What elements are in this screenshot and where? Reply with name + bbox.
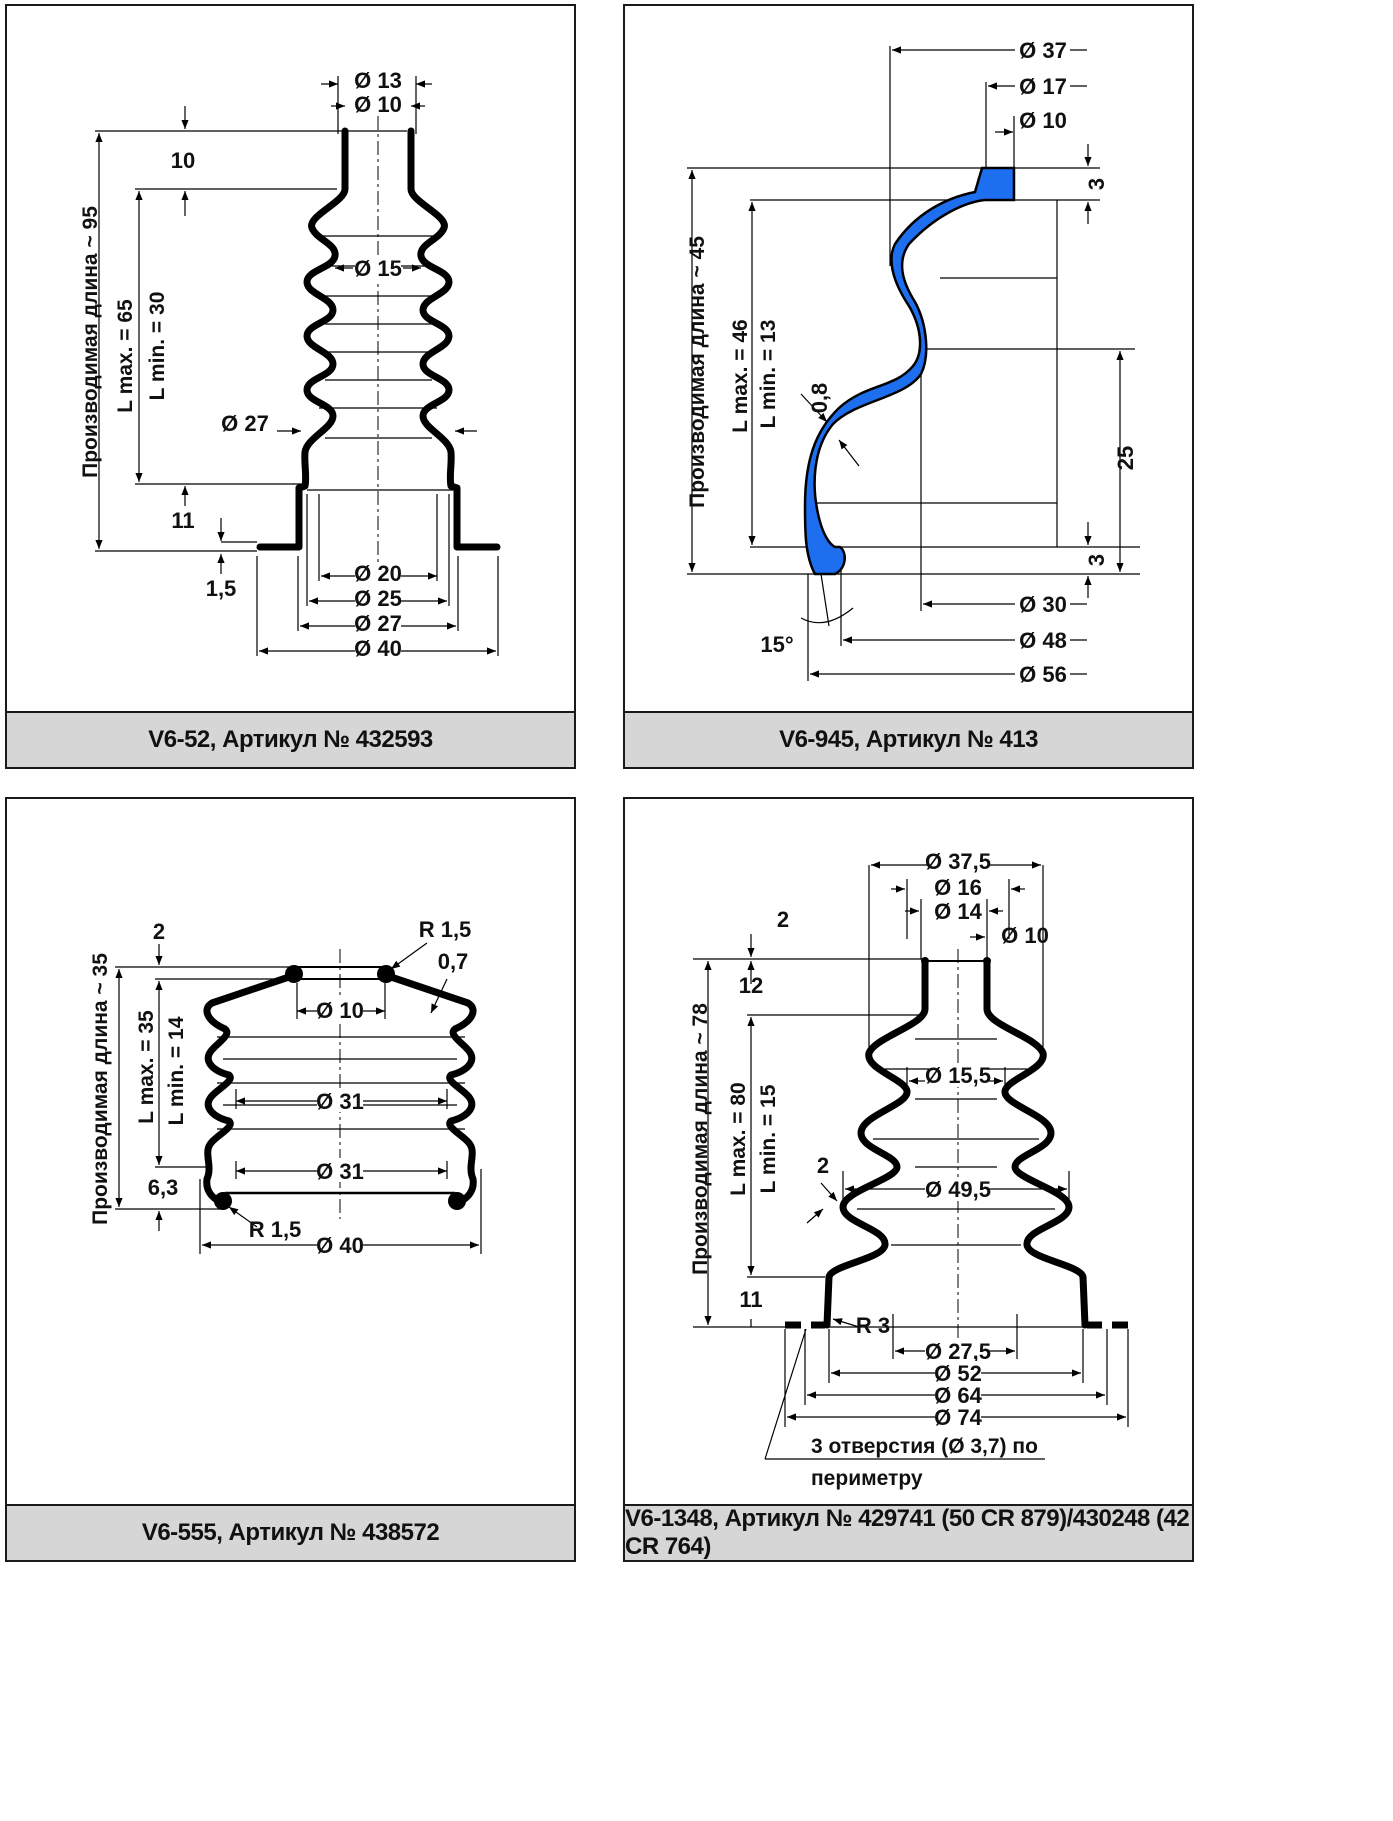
dim-h2-top: 2 — [777, 907, 789, 932]
dim-d20: Ø 20 — [354, 561, 402, 586]
dim-h25: 25 — [1113, 446, 1138, 470]
dim-d31-base: Ø 31 — [316, 1159, 364, 1184]
bellows-profile-section — [803, 166, 1016, 576]
dim-d27-base: Ø 27 — [354, 611, 402, 636]
dim-d10: Ø 10 — [1019, 108, 1067, 133]
dim-d25: Ø 25 — [354, 586, 402, 611]
dim-r1-5-top: R 1,5 — [419, 917, 472, 942]
dim-d27-5: Ø 27,5 — [925, 1339, 991, 1364]
dim-d10: Ø 10 — [354, 92, 402, 117]
dim-h3-top: 3 — [1084, 178, 1109, 190]
drawing-panel-v6-945: Ø 37 Ø 17 Ø 10 3 Производимая длина ~ 45… — [623, 4, 1194, 769]
dim-d40: Ø 40 — [316, 1233, 364, 1258]
dim-h12: 12 — [739, 973, 763, 998]
bellows-drawing-v6-52: Ø 13 Ø 10 10 Ø 15 Ø 27 Производимая длин… — [79, 68, 501, 661]
dim-d15: Ø 15 — [354, 256, 402, 281]
drawing-panel-v6-1348: Ø 37,5 Ø 16 Ø 14 2 Ø 10 12 Производимая … — [623, 797, 1194, 1562]
panel-caption: V6-52, Артикул № 432593 — [7, 711, 574, 767]
bellows-drawing-v6-555: 2 R 1,5 0,7 Ø 10 Производимая длина ~ 35… — [89, 917, 482, 1258]
lmin-label: L min. = 14 — [165, 1016, 188, 1125]
holes-note-line2: периметру — [811, 1467, 923, 1490]
dim-angle-15: 15° — [760, 632, 793, 657]
lmin-label: L min. = 30 — [146, 292, 169, 401]
dim-r1-5-bottom: R 1,5 — [249, 1217, 302, 1242]
dim-d56: Ø 56 — [1019, 662, 1067, 687]
panel-caption: V6-555, Артикул № 438572 — [7, 1504, 574, 1560]
panel-caption: V6-1348, Артикул № 429741 (50 CR 879)/43… — [625, 1504, 1192, 1560]
overall-length-label: Производимая длина ~ 95 — [79, 206, 102, 478]
dim-d16: Ø 16 — [934, 875, 982, 900]
dim-d14: Ø 14 — [934, 899, 982, 924]
dim-d40: Ø 40 — [354, 636, 402, 661]
dim-h3-bottom: 3 — [1084, 554, 1109, 566]
overall-length-label: Производимая длина ~ 35 — [89, 953, 112, 1225]
dim-d10: Ø 10 — [1001, 923, 1049, 948]
dim-thickness-0-8: 0,8 — [807, 383, 832, 414]
dim-d17: Ø 17 — [1019, 74, 1067, 99]
dim-thickness-2: 2 — [817, 1153, 829, 1178]
bellows-drawing-v6-1348: Ø 37,5 Ø 16 Ø 14 2 Ø 10 12 Производимая … — [689, 849, 1129, 1490]
dim-d74: Ø 74 — [934, 1405, 982, 1430]
holes-note-line1: 3 отверстия (Ø 3,7) по — [811, 1435, 1038, 1458]
dim-thickness-0-7: 0,7 — [438, 949, 469, 974]
dim-h10: 10 — [171, 148, 195, 173]
dim-d13: Ø 13 — [354, 68, 402, 93]
dim-d37: Ø 37 — [1019, 38, 1067, 63]
panel-caption: V6-945, Артикул № 413 — [625, 711, 1192, 767]
lmin-label: L min. = 13 — [757, 320, 780, 429]
lmax-label: L max. = 35 — [135, 1010, 158, 1124]
dim-d27-rib: Ø 27 — [221, 411, 269, 436]
dim-d15-5: Ø 15,5 — [925, 1063, 991, 1088]
overall-length-label: Производимая длина ~ 78 — [689, 1003, 712, 1275]
drawing-panel-v6-555: 2 R 1,5 0,7 Ø 10 Производимая длина ~ 35… — [5, 797, 576, 1562]
drawing-panel-v6-52: Ø 13 Ø 10 10 Ø 15 Ø 27 Производимая длин… — [5, 4, 576, 769]
dim-d64: Ø 64 — [934, 1383, 982, 1408]
lmin-label: L min. = 15 — [757, 1084, 780, 1193]
dim-d48: Ø 48 — [1019, 628, 1067, 653]
dim-d30: Ø 30 — [1019, 592, 1067, 617]
dim-d52: Ø 52 — [934, 1361, 982, 1386]
dim-h11: 11 — [739, 1287, 762, 1312]
lmax-label: L max. = 65 — [114, 299, 137, 413]
dim-h11: 11 — [171, 508, 194, 533]
bellows-drawing-v6-945: Ø 37 Ø 17 Ø 10 3 Производимая длина ~ 45… — [686, 38, 1140, 687]
dim-h1-5: 1,5 — [206, 576, 237, 601]
dim-d49-5: Ø 49,5 — [925, 1177, 991, 1202]
dim-h2: 2 — [153, 919, 165, 944]
dim-r3: R 3 — [856, 1313, 890, 1338]
overall-length-label: Производимая длина ~ 45 — [686, 236, 709, 508]
dim-d37-5: Ø 37,5 — [925, 849, 991, 874]
dim-d31-ribs: Ø 31 — [316, 1089, 364, 1114]
dim-d10: Ø 10 — [316, 998, 364, 1023]
lmax-label: L max. = 80 — [727, 1082, 750, 1195]
lmax-label: L max. = 46 — [729, 319, 752, 432]
dim-h6-3: 6,3 — [148, 1175, 179, 1200]
